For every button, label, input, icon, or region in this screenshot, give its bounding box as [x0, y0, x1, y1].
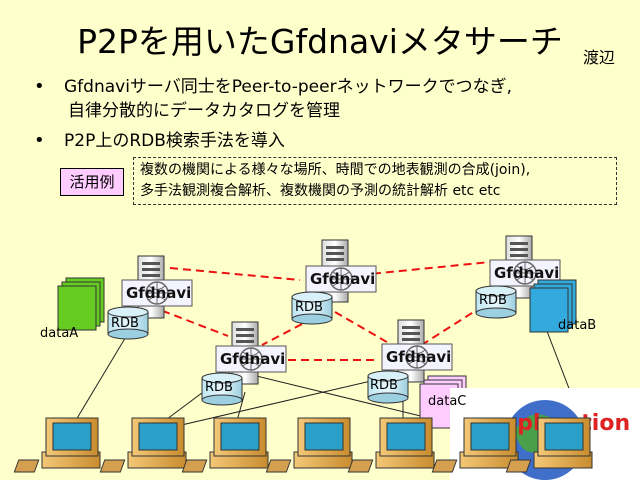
dataset-a — [57, 277, 105, 331]
bullet-icon: • — [34, 76, 45, 97]
node-3-rdb-label: RDB — [479, 293, 507, 308]
node-4-rdb-label: RDB — [205, 380, 233, 395]
bullet-icon: • — [34, 130, 45, 151]
node-3-label: Gfdnavi — [494, 264, 560, 282]
dataset-c-label: dataC — [428, 394, 467, 409]
node-4-label: Gfdnavi — [220, 350, 286, 368]
dataset-b-label: dataB — [558, 318, 597, 333]
client-pcs — [13, 417, 593, 473]
node-1-rdb-label: RDB — [111, 316, 139, 331]
usecase-tag: 活用例 — [60, 168, 124, 196]
usecase-box: 複数の機関による様々な場所、時間での地表観測の合成(join), 多手法観測複合… — [133, 157, 617, 205]
node-2-rdb-label: RDB — [295, 300, 323, 315]
usecase-line-1: 複数の機関による様々な場所、時間での地表観測の合成(join), — [140, 162, 531, 178]
node-2-label: Gfdnavi — [310, 270, 376, 288]
bullet-1-line-2: 自律分散的にデータカタログを管理 — [68, 101, 340, 121]
author-name: 渡辺 — [583, 48, 616, 67]
node-5-rdb-label: RDB — [370, 378, 398, 393]
slide-title: P2Pを用いたGfdnaviメタサーチ — [77, 22, 563, 61]
node-5-label: Gfdnavi — [386, 348, 452, 366]
bullet-1-line-1: Gfdnaviサーバ同士をPeer-to-peerネットワークでつなぎ, — [64, 77, 512, 97]
node-1-label: Gfdnavi — [126, 284, 192, 302]
usecase-line-2: 多手法観測複合解析、複数機関の予測の統計解析 etc etc — [140, 183, 501, 199]
dataset-a-label: dataA — [40, 326, 79, 341]
bullet-2-line-1: P2P上のRDB検索手法を導入 — [64, 131, 285, 151]
